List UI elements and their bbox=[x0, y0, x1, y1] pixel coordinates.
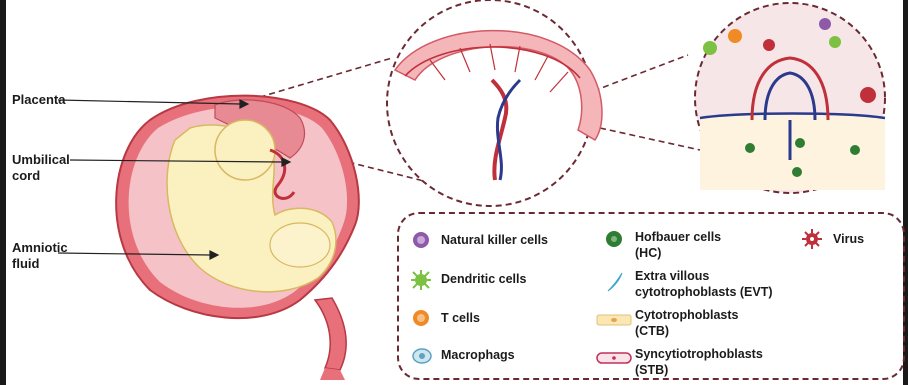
orange-cell-icon bbox=[411, 308, 431, 328]
red-virus-icon bbox=[801, 228, 823, 250]
dark-green-cell-icon bbox=[603, 228, 625, 250]
label-amniotic-fluid-line1: Amniotic bbox=[12, 240, 68, 256]
pink-oval-cell-icon bbox=[595, 350, 633, 366]
legend-stb-line2: (STB) bbox=[635, 363, 668, 378]
label-amniotic-fluid-line2: fluid bbox=[12, 256, 39, 272]
green-dendritic-cell-icon bbox=[409, 268, 433, 292]
legend-evt-line2: cytotrophoblasts (EVT) bbox=[635, 285, 773, 300]
legend-macrophags: Macrophags bbox=[441, 348, 515, 363]
label-umbilical-cord-line1: Umbilical bbox=[12, 152, 70, 168]
legend-t-cells: T cells bbox=[441, 311, 480, 326]
legend-hofbauer-line1: Hofbauer cells bbox=[635, 230, 721, 245]
legend-stb-line1: Syncytiotrophoblasts bbox=[635, 347, 763, 362]
label-umbilical-cord-line2: cord bbox=[12, 168, 40, 184]
blue-macrophage-icon bbox=[411, 346, 433, 366]
legend-ctb-line1: Cytotrophoblasts bbox=[635, 308, 738, 323]
label-placenta: Placenta bbox=[12, 92, 65, 108]
villi-zoom-circle bbox=[695, 3, 885, 193]
legend-dendritic-cells: Dendritic cells bbox=[441, 272, 526, 287]
legend-box: Natural killer cells Dendritic cells T c… bbox=[397, 212, 905, 380]
legend-virus: Virus bbox=[833, 232, 864, 247]
legend-hofbauer-line2: (HC) bbox=[635, 246, 661, 261]
legend-natural-killer-cells: Natural killer cells bbox=[441, 233, 548, 248]
legend-evt-line1: Extra villous bbox=[635, 269, 709, 284]
blue-spindle-cell-icon bbox=[605, 270, 625, 294]
beige-rectangle-cell-icon bbox=[595, 312, 633, 328]
legend-ctb-line2: (CTB) bbox=[635, 324, 669, 339]
purple-cell-icon bbox=[411, 230, 431, 250]
placenta-zoom-circle bbox=[387, 0, 602, 206]
